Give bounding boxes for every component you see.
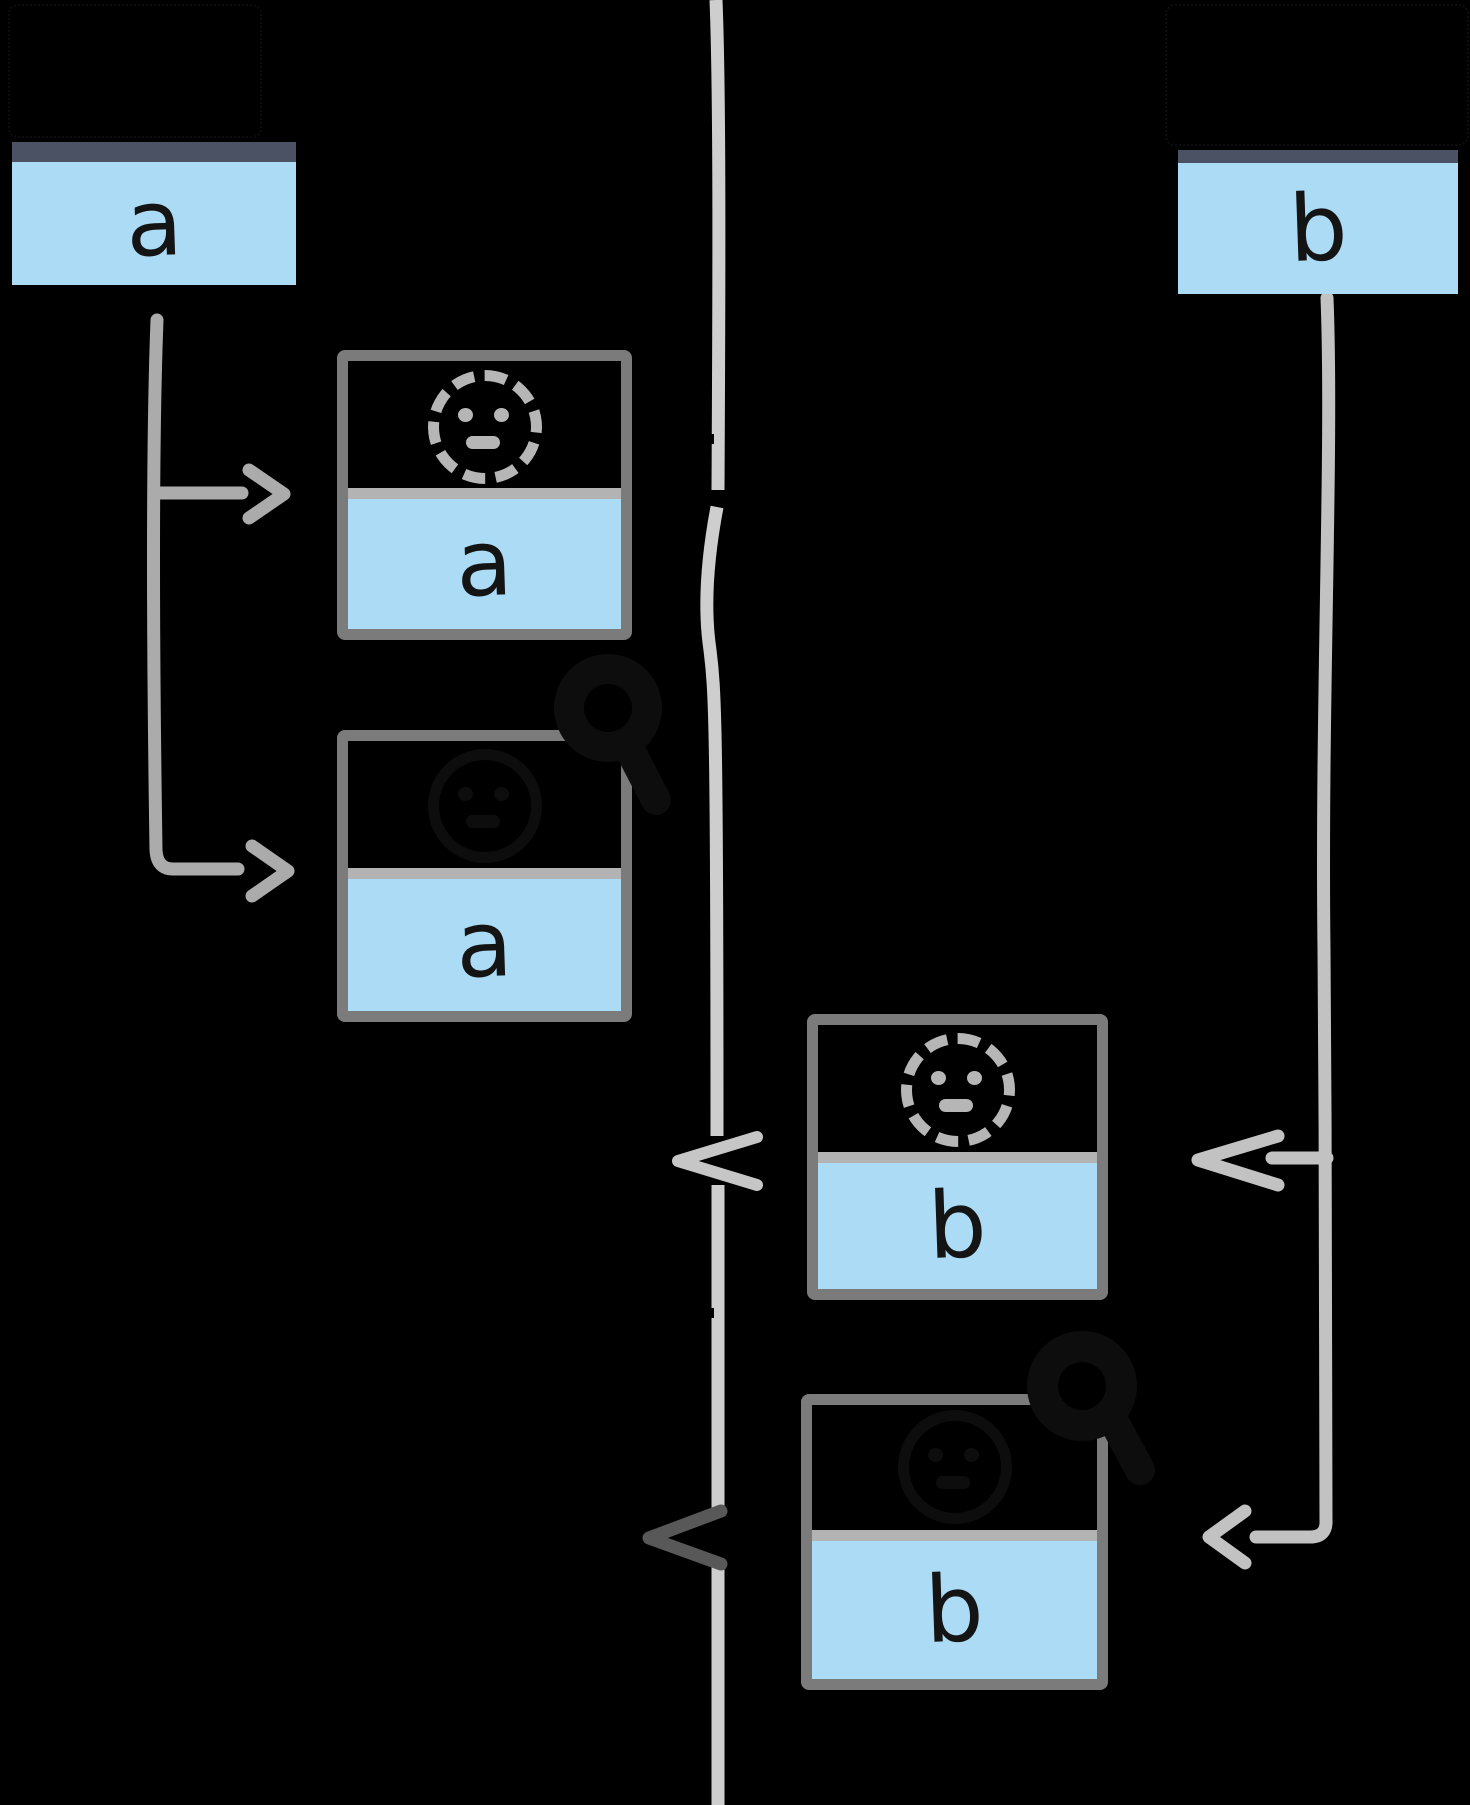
- window-a: a: [12, 142, 296, 285]
- hidden-face-icon: [897, 1410, 1012, 1524]
- inner-box-3-secret-section: [818, 1025, 1097, 1152]
- face-mouth: [465, 815, 500, 828]
- fork-right-line: [1249, 291, 1336, 1544]
- inner-box-2: a: [337, 730, 632, 1022]
- line-notch: [704, 434, 714, 444]
- fork-left-line: [147, 313, 245, 876]
- inner-box-1-payload: a: [348, 499, 621, 629]
- face-mouth: [935, 1476, 970, 1489]
- dotted-face-icon: [427, 370, 542, 484]
- inner-box-1: a: [337, 350, 632, 640]
- inner-box-2-secret-section: [348, 741, 621, 868]
- dotted-face-icon: [900, 1033, 1015, 1147]
- face-eye: [493, 408, 509, 422]
- crossing-arrowhead-left-dark-icon: [642, 1504, 728, 1571]
- window-b-titlebar: [1178, 150, 1458, 163]
- face-eye: [966, 1071, 982, 1085]
- arrowhead-left-icon: [1191, 1129, 1285, 1192]
- inner-box-4-payload: b: [812, 1541, 1097, 1679]
- center-boundary-line: [700, 505, 724, 1137]
- face-eye: [927, 1448, 943, 1462]
- inner-box-3-payload: b: [818, 1163, 1097, 1289]
- face-eye: [457, 408, 473, 422]
- arrowhead-left-icon: [1202, 1504, 1252, 1570]
- inner-box-3: b: [807, 1014, 1108, 1300]
- inner-box-4-secret-section: [812, 1405, 1097, 1530]
- center-boundary-line: [709, 0, 726, 491]
- key-icon: [1027, 1331, 1155, 1485]
- window-a-body: a: [12, 162, 296, 285]
- actor-b-label-area: [1165, 4, 1469, 146]
- window-b: b: [1178, 150, 1458, 294]
- face-eye: [457, 787, 473, 801]
- box-divider: [812, 1530, 1097, 1541]
- box-divider: [818, 1152, 1097, 1163]
- inner-box-4: b: [801, 1394, 1108, 1690]
- face-eye: [930, 1071, 946, 1085]
- inner-box-2-payload: a: [348, 879, 621, 1011]
- arrowhead-right-icon: [242, 463, 291, 525]
- key-icon: [554, 654, 671, 815]
- hidden-face-icon: [427, 749, 542, 863]
- window-b-body: b: [1178, 163, 1458, 294]
- inner-box-1-secret-section: [348, 361, 621, 488]
- face-eye: [493, 787, 509, 801]
- face-eye: [963, 1448, 979, 1462]
- box-divider: [348, 488, 621, 499]
- face-mouth: [465, 436, 500, 449]
- line-notch: [704, 1308, 714, 1318]
- box-divider: [348, 868, 621, 879]
- actor-a-label-area: [8, 4, 262, 138]
- arrowhead-right-icon: [245, 839, 295, 903]
- window-a-titlebar: [12, 142, 296, 162]
- crossing-arrowhead-left-icon: [672, 1131, 763, 1191]
- face-mouth: [938, 1099, 973, 1112]
